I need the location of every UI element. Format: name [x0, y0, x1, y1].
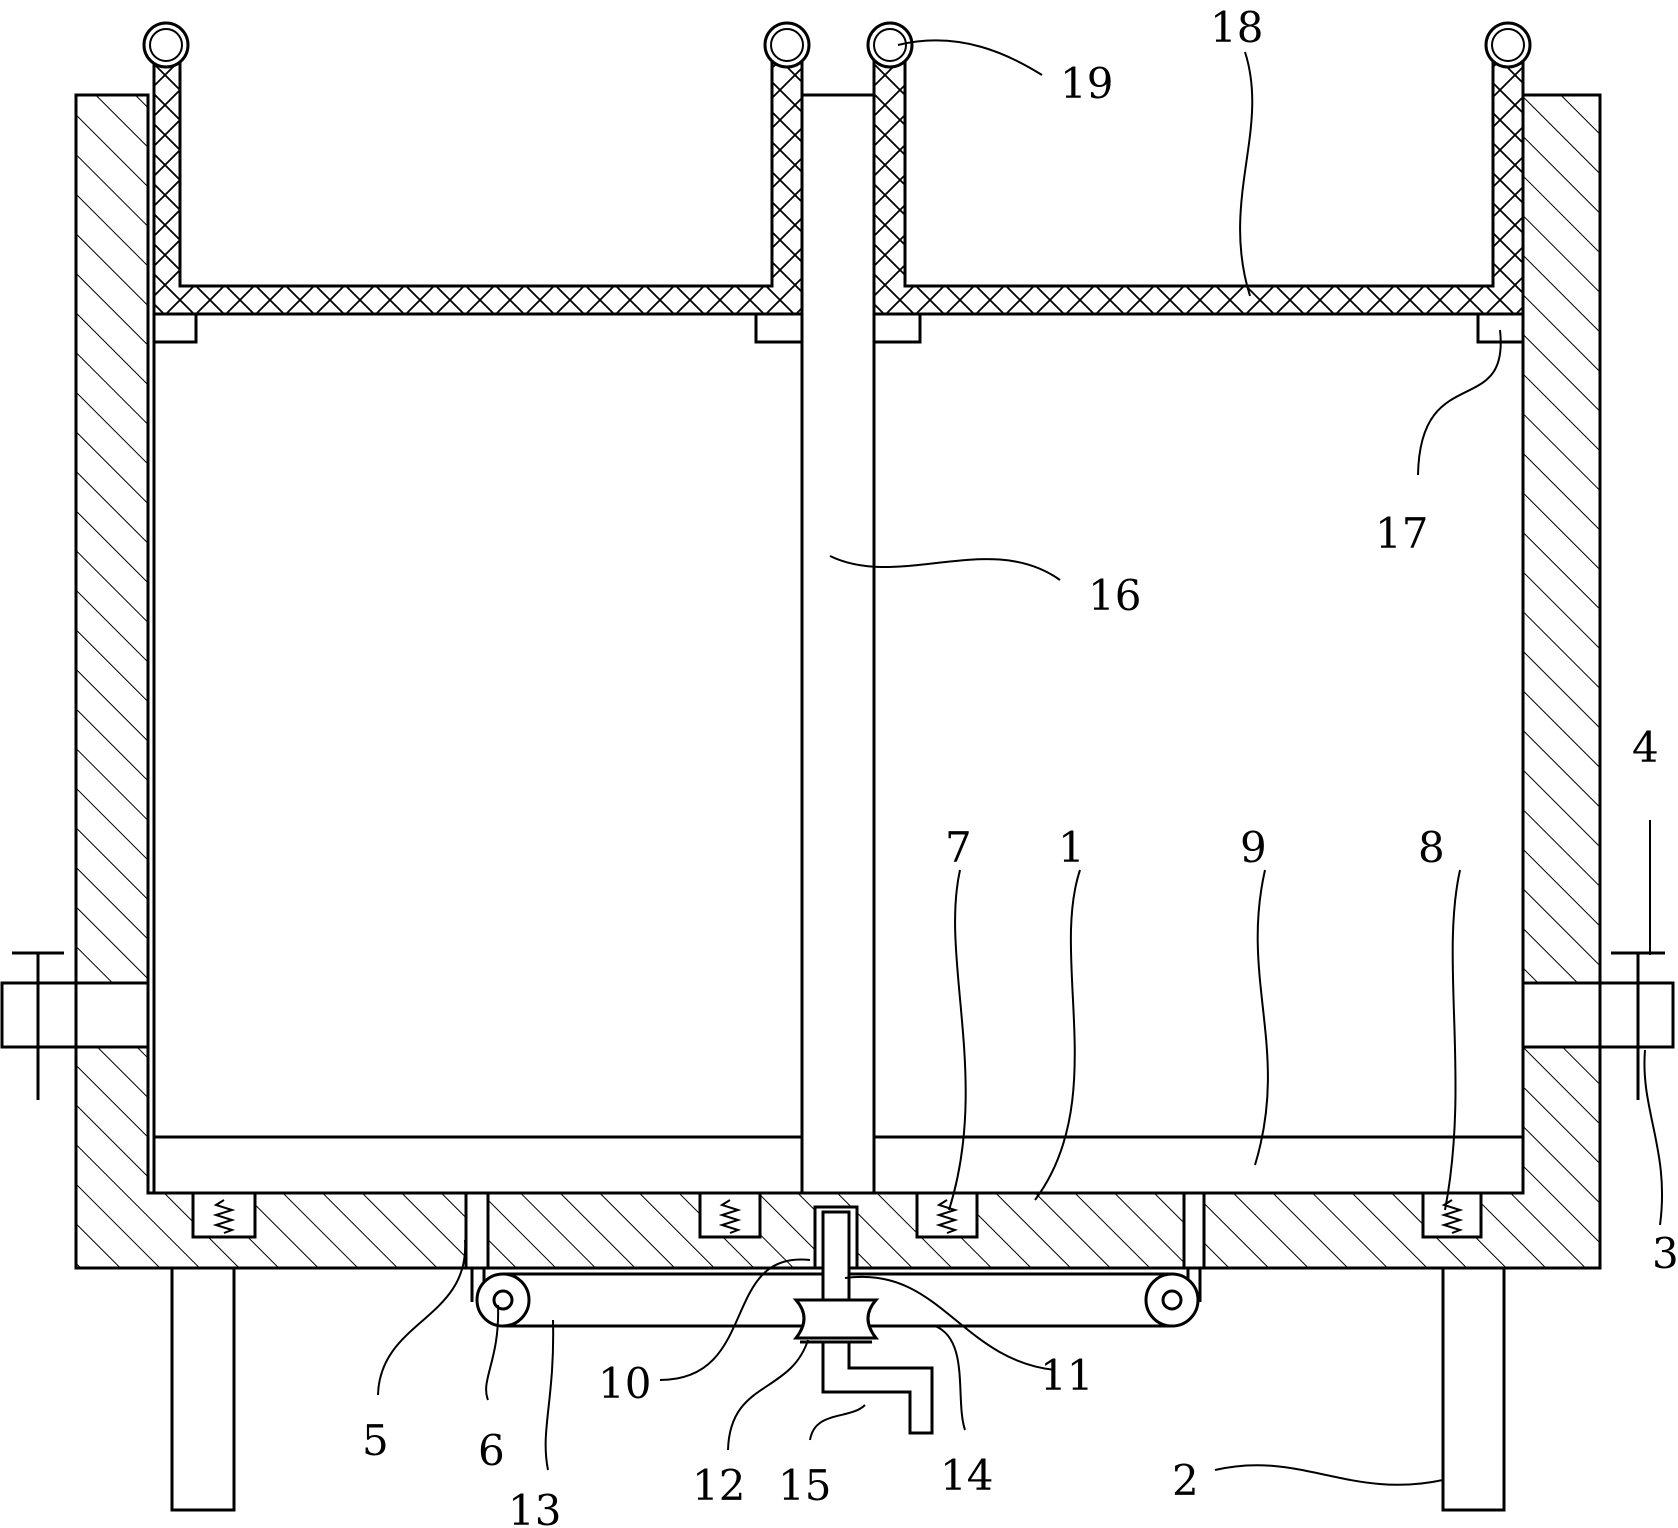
spring-pocket — [915, 1191, 979, 1239]
spring-pocket — [191, 1191, 257, 1239]
label-11: 11 — [1040, 1351, 1093, 1400]
label-4: 4 — [1632, 723, 1659, 772]
label-10: 10 — [598, 1359, 651, 1408]
label-19: 19 — [1060, 59, 1113, 108]
label-6: 6 — [478, 1426, 505, 1475]
handle-ring — [1491, 28, 1525, 62]
label-5: 5 — [362, 1416, 389, 1465]
springs — [212, 1199, 1464, 1234]
leg-right — [1441, 1266, 1506, 1512]
tray-right — [872, 60, 1525, 316]
leg-left — [170, 1266, 236, 1512]
label-2: 2 — [1172, 1456, 1199, 1505]
spring — [212, 1199, 236, 1234]
label-8: 8 — [1418, 823, 1445, 872]
spring-pocket — [698, 1191, 762, 1239]
leader-lines — [377, 39, 1664, 1486]
drive-shaft — [792, 1210, 934, 1435]
central-partition — [800, 93, 876, 1195]
rod-slot — [1182, 1191, 1206, 1270]
crank-handle — [821, 1340, 934, 1435]
side-bolt-left — [0, 951, 150, 1100]
label-3: 3 — [1652, 1229, 1678, 1278]
label-9: 9 — [1240, 823, 1267, 872]
label-13: 13 — [508, 1486, 561, 1528]
label-16: 16 — [1088, 571, 1141, 620]
spring-pocket — [1421, 1191, 1483, 1239]
label-18: 18 — [1210, 3, 1263, 52]
label-14: 14 — [940, 1451, 993, 1500]
label-12: 12 — [692, 1461, 745, 1510]
label-7: 7 — [945, 823, 972, 872]
rod-slot — [464, 1191, 490, 1270]
handle-ring — [770, 28, 804, 62]
side-bolt-right — [1521, 951, 1675, 1100]
handles — [142, 21, 1532, 69]
spring — [935, 1199, 959, 1234]
handle-ring — [149, 28, 183, 62]
label-1: 1 — [1058, 823, 1085, 872]
belt-drive — [470, 1268, 1202, 1328]
label-17: 17 — [1375, 509, 1428, 558]
worm-gear — [792, 1298, 880, 1340]
handle-ring — [873, 28, 907, 62]
label-15: 15 — [778, 1461, 831, 1510]
support-clips — [152, 312, 1525, 344]
spring — [718, 1199, 742, 1234]
tray-left — [152, 60, 804, 316]
